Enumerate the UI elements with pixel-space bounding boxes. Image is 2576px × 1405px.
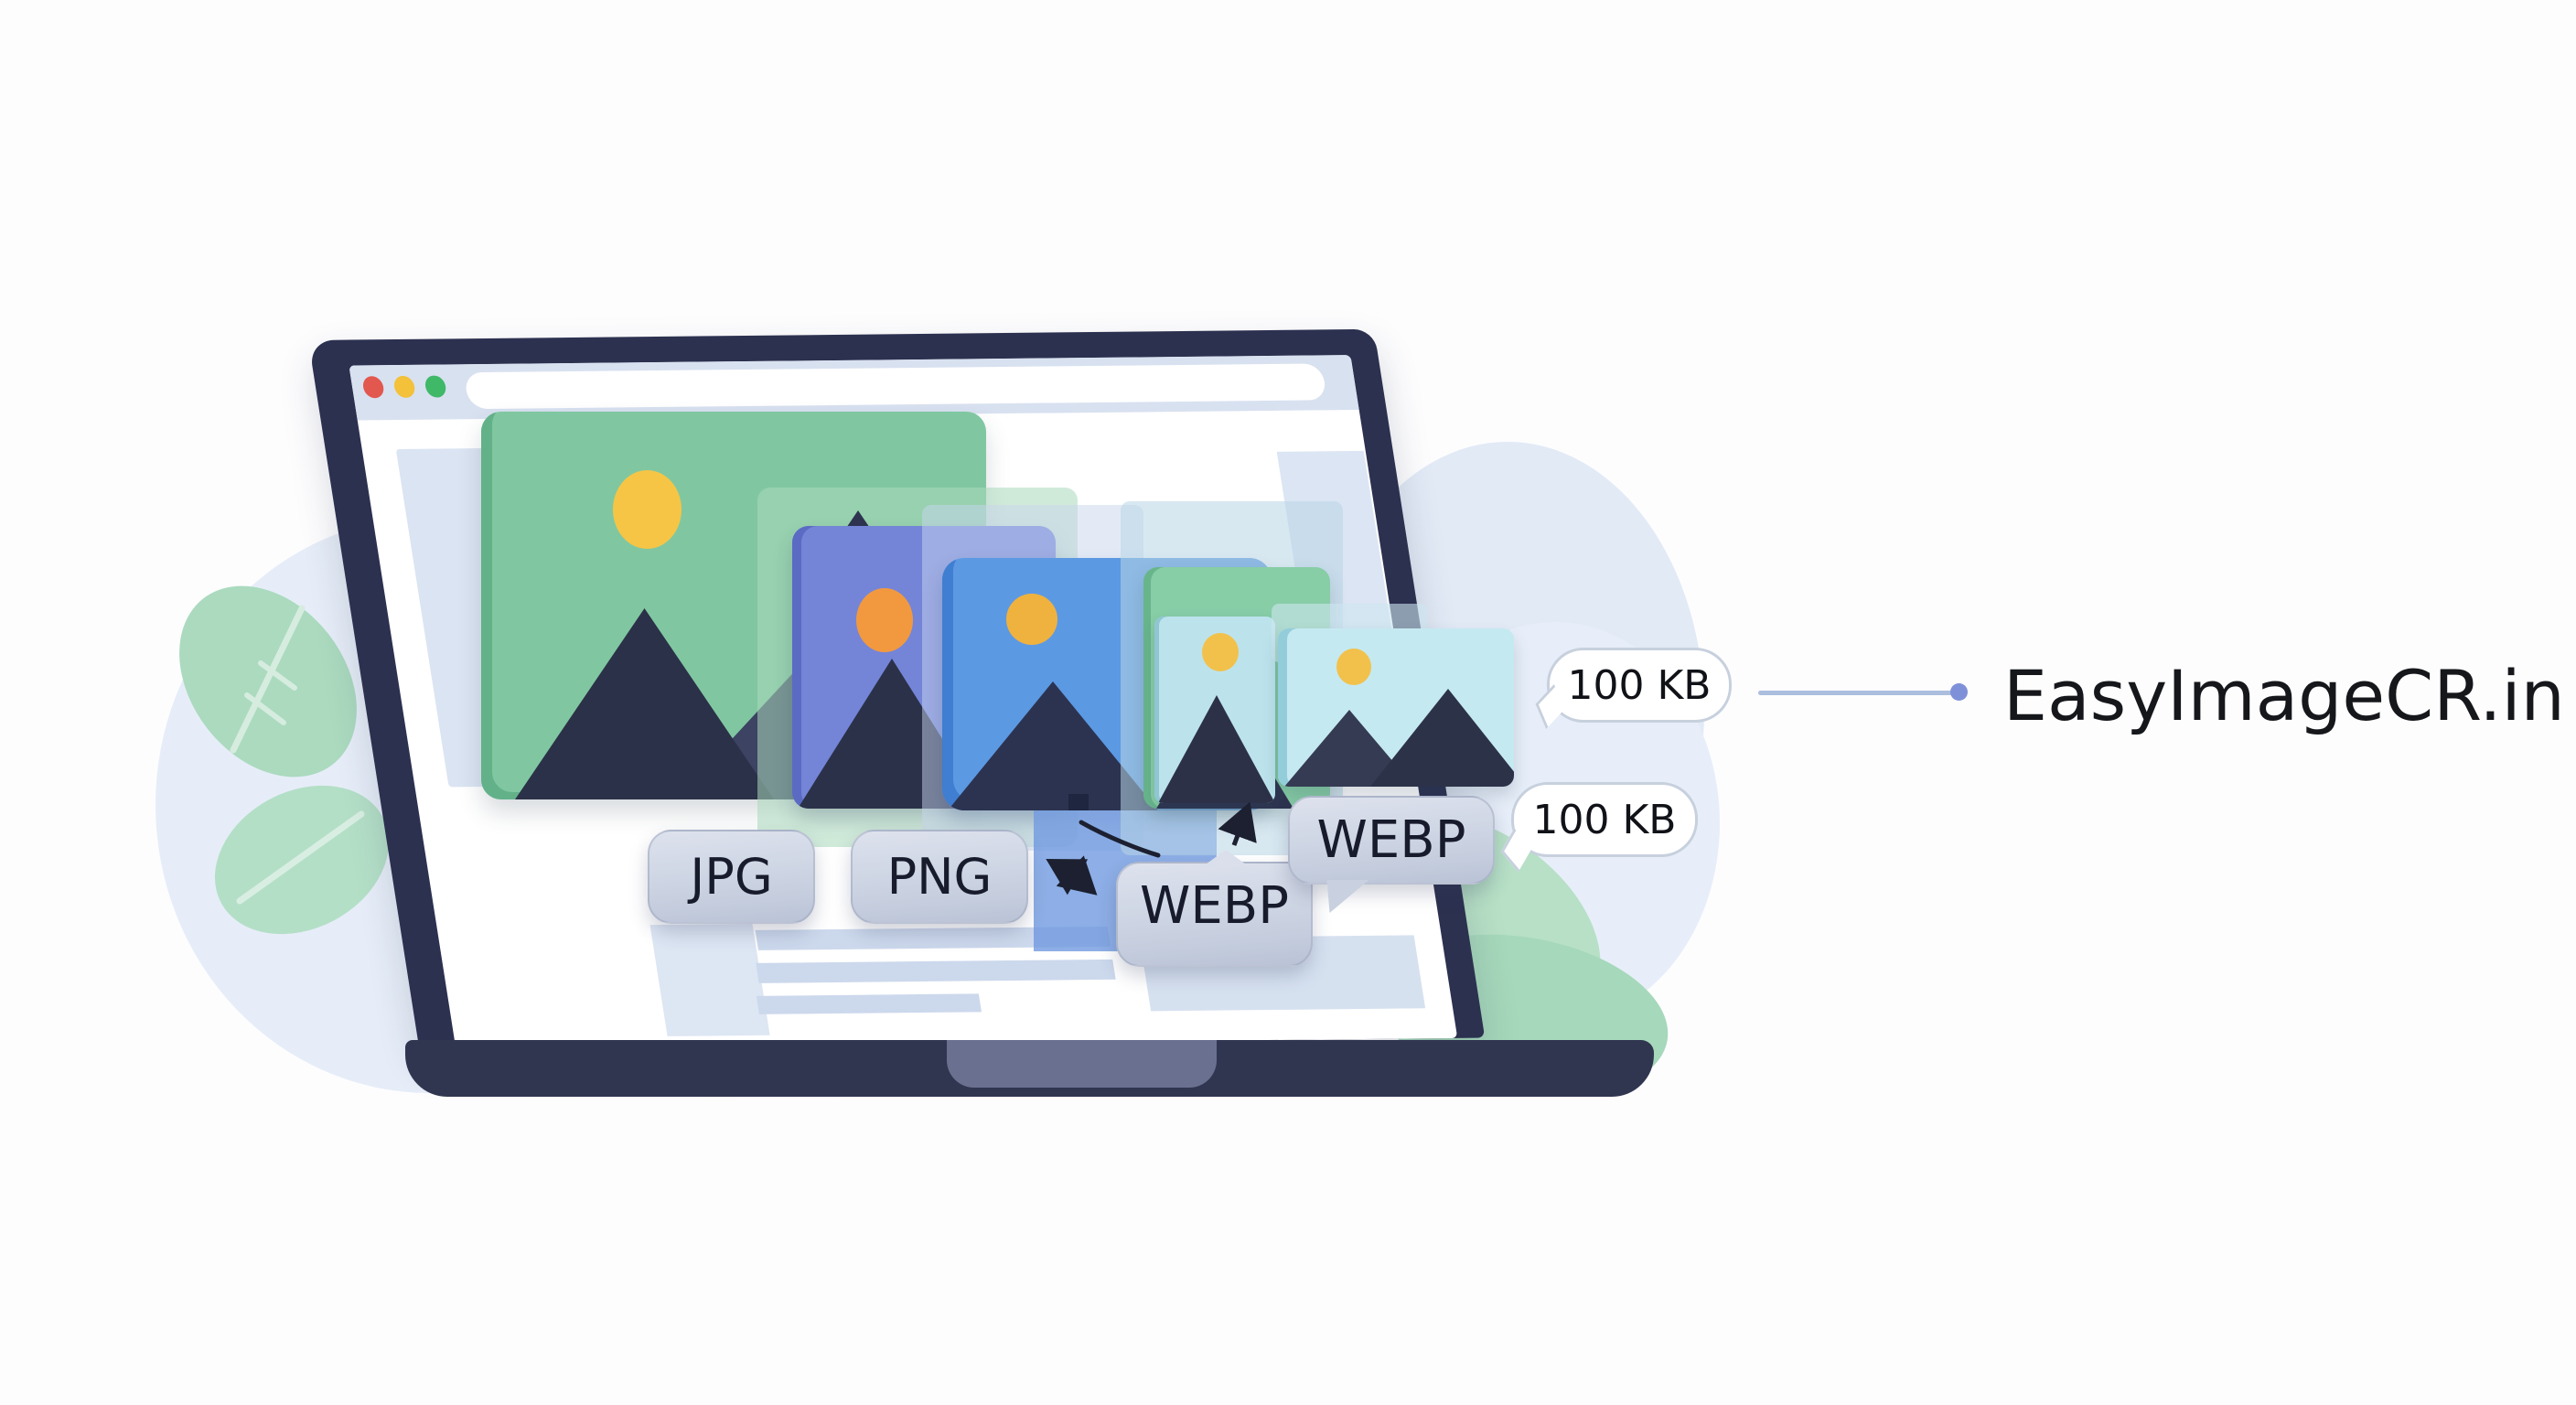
sun-icon [856,588,913,652]
sun-icon [613,470,682,549]
format-tag-webp-primary: WEBP [1116,850,1313,967]
size-badge-top-label: 100 KB [1567,661,1712,709]
brand-name: EasyImageCR.in [2003,655,2565,736]
up-arrow-icon [1218,801,1257,846]
image-card-cyan [1154,617,1275,803]
connector-line [1758,691,1956,695]
size-badge-bottom-label: 100 KB [1532,796,1677,843]
double-arrow-icon [1046,855,1098,896]
card-corner-mark [1068,794,1089,810]
speech-tail-icon [1206,850,1246,864]
format-tag-png: PNG [851,830,1028,924]
format-tag-jpg-label: JPG [690,848,773,906]
format-tag-webp-secondary-label: WEBP [1316,810,1466,870]
size-badge-bottom: 100 KB [1500,782,1698,873]
size-badge-top: 100 KB [1535,648,1732,729]
speech-tail-icon [1318,880,1369,913]
sun-icon [1006,594,1057,645]
format-tag-webp-secondary: WEBP [1288,796,1495,913]
left-leaf-icon [179,585,357,778]
pointer-line-icon [1079,820,1161,858]
left-leaf-icon-2 [214,785,390,935]
sun-icon [1336,649,1371,685]
connector-dot-icon [1950,683,1968,701]
image-card-compressed-front [1278,628,1514,787]
format-tag-jpg: JPG [648,830,815,924]
format-tag-png-label: PNG [886,848,993,906]
laptop-hinge-notch [947,1040,1217,1088]
format-tag-webp-primary-label: WEBP [1140,876,1289,936]
sun-icon [1202,633,1239,671]
